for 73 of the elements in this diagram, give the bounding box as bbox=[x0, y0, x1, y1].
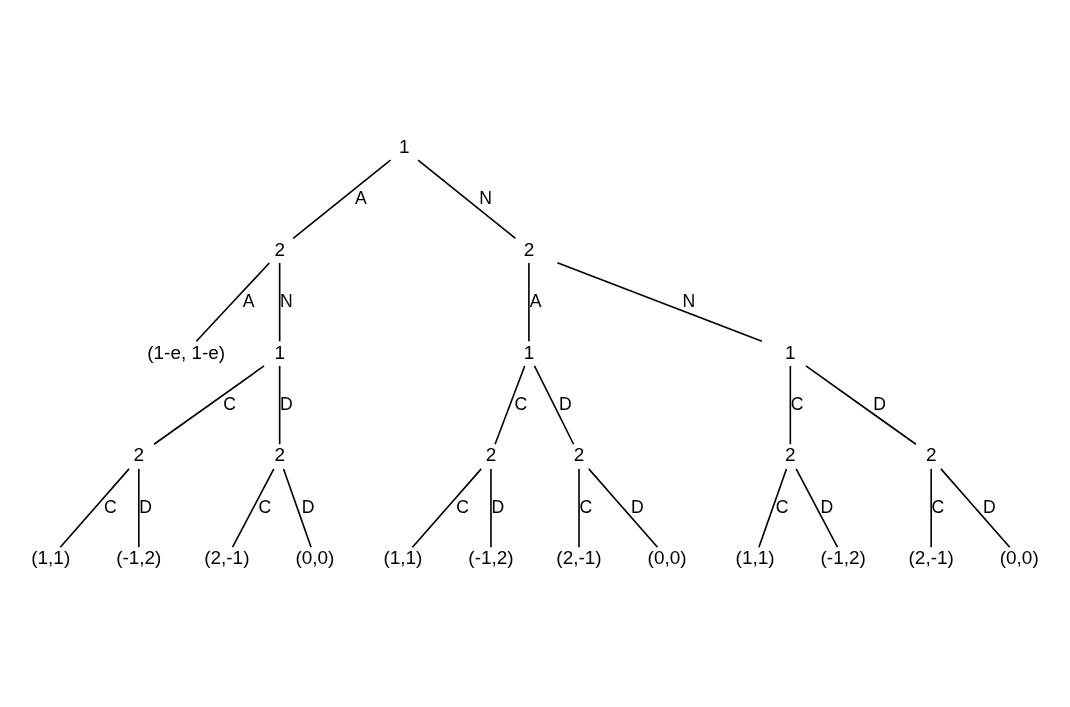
connector bbox=[292, 159, 392, 240]
edge-label: A bbox=[242, 290, 255, 311]
edge-label: C bbox=[103, 496, 117, 517]
edge-label: D bbox=[983, 496, 996, 517]
connector bbox=[587, 468, 659, 548]
edge-label: D bbox=[280, 393, 293, 414]
connector bbox=[578, 468, 580, 548]
node-text: (2,-1) bbox=[556, 547, 602, 569]
connector bbox=[138, 468, 140, 548]
node-text: 2 bbox=[274, 238, 285, 260]
node-text: 1 bbox=[399, 135, 410, 157]
node-text: (0,0) bbox=[647, 547, 687, 569]
node-text: (-1,2) bbox=[468, 547, 514, 569]
connector bbox=[59, 468, 130, 548]
connector bbox=[533, 365, 575, 446]
connector bbox=[231, 468, 275, 548]
edge-label: C bbox=[223, 393, 236, 414]
node-text: 2 bbox=[485, 444, 497, 466]
edge-label: C bbox=[514, 393, 528, 414]
edge-label: D bbox=[139, 496, 152, 517]
connector bbox=[278, 262, 281, 343]
edge-label: D bbox=[491, 496, 505, 517]
connector bbox=[758, 468, 788, 548]
edge-label: C bbox=[931, 496, 945, 517]
edge-label: D bbox=[301, 496, 315, 517]
node-text: (2,-1) bbox=[908, 547, 954, 569]
edge-label: N bbox=[479, 187, 492, 208]
node-text: (1,1) bbox=[735, 547, 775, 569]
node-text: (1,1) bbox=[31, 547, 71, 569]
connector bbox=[556, 262, 763, 343]
connector bbox=[411, 468, 483, 548]
connector bbox=[153, 365, 265, 446]
node-text: (2,-1) bbox=[204, 547, 250, 569]
connector bbox=[195, 262, 271, 343]
node-text: 2 bbox=[785, 444, 796, 466]
edge-label: C bbox=[456, 496, 469, 517]
node-text: (-1,2) bbox=[116, 547, 162, 569]
edge-label: D bbox=[820, 496, 834, 517]
connector bbox=[417, 159, 517, 240]
node-text: 1 bbox=[523, 341, 535, 363]
edge-label: D bbox=[630, 496, 644, 517]
edge-label: C bbox=[790, 393, 804, 414]
node-text: (1,1) bbox=[383, 547, 423, 569]
node-text: 2 bbox=[925, 444, 937, 466]
node-text: 1 bbox=[274, 341, 285, 363]
node-text: 2 bbox=[274, 444, 285, 466]
connector bbox=[282, 468, 312, 548]
connector bbox=[278, 365, 281, 446]
edge-label: C bbox=[579, 496, 593, 517]
connector bbox=[490, 468, 492, 548]
node-text: 1 bbox=[785, 341, 796, 363]
edge-label: N bbox=[682, 290, 696, 311]
connector bbox=[789, 365, 792, 446]
edge-label: C bbox=[258, 496, 272, 517]
connector bbox=[940, 468, 1011, 548]
node-text: 2 bbox=[573, 444, 585, 466]
connector bbox=[494, 365, 526, 446]
node-text: (-1,2) bbox=[820, 547, 866, 569]
edge-label: D bbox=[559, 393, 572, 414]
edge-label: N bbox=[280, 290, 293, 311]
edge-label: D bbox=[873, 393, 887, 414]
node-text: (0,0) bbox=[999, 547, 1039, 569]
edge-label: A bbox=[355, 187, 367, 208]
connector bbox=[528, 262, 530, 343]
edge-label: A bbox=[529, 290, 542, 311]
node-text: 2 bbox=[523, 238, 535, 260]
node-text: (1-e, 1-e) bbox=[147, 341, 226, 363]
node-text: 2 bbox=[133, 444, 145, 466]
edge-label: C bbox=[775, 496, 789, 517]
connector bbox=[795, 468, 839, 548]
connector bbox=[930, 468, 932, 548]
node-text: (0,0) bbox=[295, 547, 335, 569]
connector bbox=[805, 365, 917, 446]
